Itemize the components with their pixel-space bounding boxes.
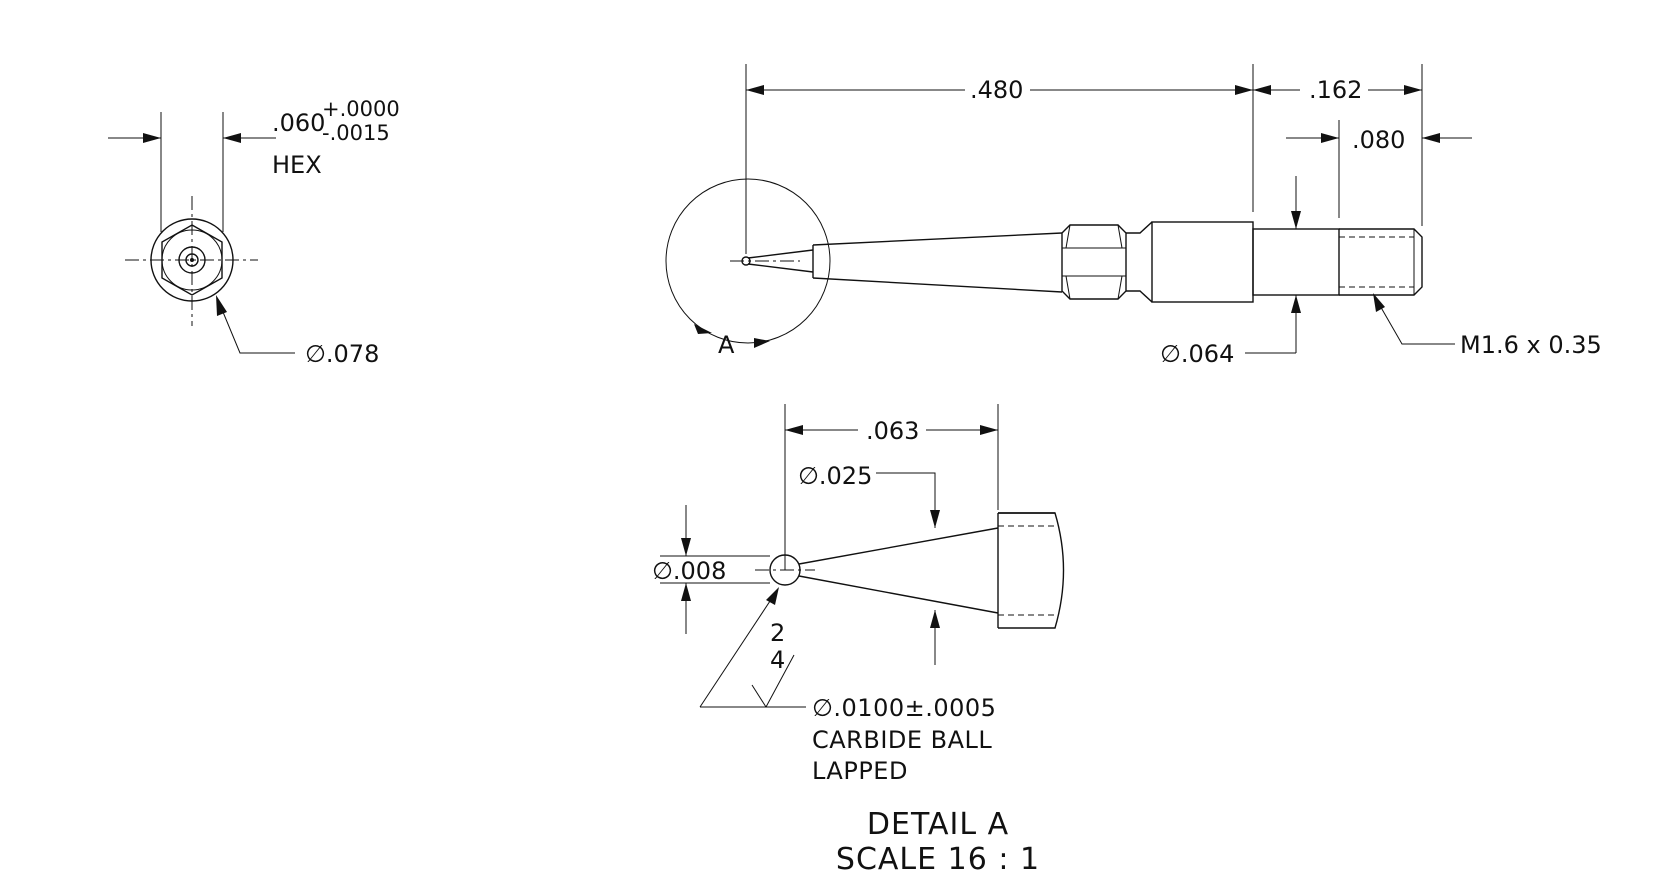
ball-finish-note: LAPPED	[812, 757, 908, 785]
ball-diameter-note: ∅.0100±.0005	[812, 694, 996, 722]
finish-value-top: 2	[770, 619, 785, 647]
outer-diameter-dim: ∅.078	[305, 340, 379, 368]
side-view: .480 .162 .080 A	[665, 64, 1602, 368]
taper-diameter-dim: ∅.025	[798, 462, 872, 490]
hex-tol-plus: +.0000	[322, 97, 400, 121]
detail-a-view: .063 ∅.025 ∅.008 2 4	[652, 404, 1065, 877]
dim-080: .080	[1352, 126, 1405, 154]
detail-scale: SCALE 16 : 1	[836, 842, 1040, 877]
thread-callout: M1.6 x 0.35	[1460, 331, 1602, 359]
finish-value-bottom: 4	[770, 646, 785, 674]
tip-diameter-dim: ∅.008	[652, 557, 726, 585]
detail-callout-a: A	[718, 331, 735, 359]
shank-diameter-dim: ∅.064	[1160, 340, 1234, 368]
dim-480: .480	[970, 76, 1023, 104]
ball-material-note: CARBIDE BALL	[812, 726, 992, 754]
detail-title: DETAIL A	[867, 807, 1009, 842]
dim-063: .063	[866, 417, 919, 445]
dim-162: .162	[1309, 76, 1362, 104]
hex-tol-minus: -.0015	[322, 121, 390, 145]
hex-label: HEX	[272, 151, 322, 179]
end-view: .060 +.0000 -.0015 HEX ∅.078	[108, 97, 400, 368]
hex-size-dim: .060	[272, 109, 325, 137]
